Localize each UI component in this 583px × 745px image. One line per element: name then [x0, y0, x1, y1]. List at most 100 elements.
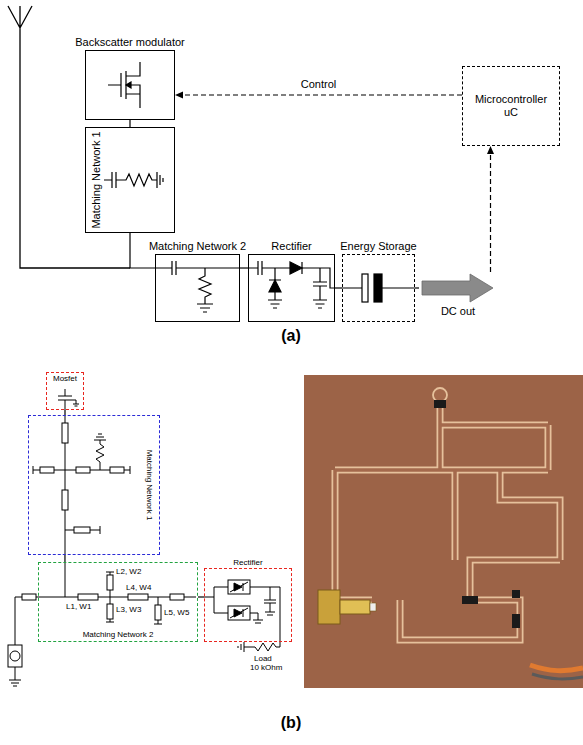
mosfet-symbol — [126, 82, 131, 88]
node-label: Matching Network 2 — [39, 630, 197, 639]
schematic-wires — [154, 597, 162, 624]
arrowhead — [175, 92, 183, 99]
pcb-photo — [462, 596, 478, 604]
rectifier-symbol — [269, 280, 281, 292]
mosfet-symbol — [108, 62, 140, 108]
node-label: Microcontroller uC — [463, 93, 559, 118]
rectifier-symbol — [248, 261, 335, 288]
schematic-wires — [170, 594, 184, 600]
rectifier-symbol — [268, 268, 282, 308]
connector-line — [240, 267, 248, 268]
stub-network — [33, 415, 130, 555]
edge-label: Control — [299, 78, 338, 91]
matching-symbol — [155, 261, 240, 312]
dimension-label: Load — [254, 655, 272, 663]
connector — [130, 120, 131, 127]
modulator-box: Backscatter modulator — [85, 50, 175, 120]
schematic-wires — [155, 605, 161, 620]
mosfet-symbol — [58, 389, 79, 410]
node-label: DC out — [419, 305, 497, 318]
connector — [240, 268, 248, 269]
stub-network — [62, 490, 68, 510]
node-label: Backscatter modulator — [75, 36, 184, 49]
stub-network — [74, 527, 90, 533]
node-label: Rectifier — [271, 240, 311, 253]
schematic-wires — [106, 572, 114, 622]
panel-label: (b) — [281, 715, 301, 731]
dc-out-arrow — [422, 274, 493, 302]
source-symbol — [10, 651, 20, 661]
schematic-wires — [78, 594, 98, 600]
pcb-photo — [335, 392, 560, 640]
stub-network — [33, 415, 130, 555]
stub-network — [76, 467, 90, 473]
dimension-label: L3, W3 — [116, 606, 141, 614]
dimension-label: 10 kOhm — [250, 664, 282, 672]
diode-rectifier — [230, 582, 248, 618]
dimension-label: L5, W5 — [164, 609, 189, 617]
dimension-label: L4, W4 — [126, 584, 151, 592]
connector-line — [335, 287, 342, 288]
pcb-photo — [433, 388, 447, 402]
dc-output: DC out — [419, 272, 497, 320]
mosfet-symbol — [58, 389, 79, 410]
node-label: Mosfet — [47, 374, 83, 383]
pcb-photo — [530, 665, 583, 671]
node-label: Rectifier — [233, 558, 262, 567]
source-symbol — [9, 597, 21, 686]
storage-capacitor — [362, 274, 368, 302]
source-symbol — [8, 597, 22, 686]
node-label: Matching Network 1 — [144, 450, 153, 521]
source-symbol — [8, 645, 22, 667]
schematic-wires — [128, 594, 148, 600]
arrowhead — [487, 146, 494, 154]
rectifier-box: Rectifier — [248, 254, 335, 322]
diode-rectifier — [204, 580, 280, 623]
matching-symbol — [155, 261, 240, 312]
panel-label: (a) — [281, 328, 301, 344]
pcb-photo — [304, 375, 583, 688]
rc-ground-symbol — [104, 172, 163, 188]
dimension-label: L2, W2 — [116, 568, 141, 576]
load-resistor — [238, 587, 280, 652]
connector — [415, 288, 419, 289]
pcb-photo — [434, 400, 446, 408]
pcb-photo — [304, 375, 583, 688]
pcb-photo — [304, 375, 583, 688]
mosfet-symbol — [108, 62, 140, 108]
pcb-photo — [512, 590, 520, 598]
matching-box: Matching Network 2 — [155, 254, 240, 322]
dimension-label: L1, W1 — [66, 603, 91, 611]
stub-network — [110, 467, 124, 473]
storage-capacitor — [342, 274, 415, 302]
connector-line — [183, 94, 462, 95]
node-label: Matching Network 1 — [90, 131, 103, 228]
rectifier-symbol — [248, 261, 335, 308]
pcb-photo — [532, 674, 583, 679]
rc-ground-symbol — [104, 172, 163, 188]
schematic-wires — [22, 594, 36, 600]
pcb-photo — [512, 614, 520, 628]
schematic-wires — [15, 562, 196, 597]
node-label: Energy Storage — [340, 240, 416, 253]
storage-box: Energy Storage — [342, 254, 415, 322]
connector — [64, 555, 65, 562]
schematic-wires — [107, 604, 113, 619]
connector-line — [415, 287, 419, 288]
controller-box: Microcontroller uC — [462, 66, 560, 146]
schematic-wires — [107, 575, 113, 590]
pcb-photo — [318, 590, 340, 624]
schematic-wires — [15, 562, 196, 624]
stub-network — [62, 423, 68, 443]
rectifier-symbol — [313, 268, 327, 308]
load-resistor — [238, 587, 280, 652]
rectifier-region: Rectifier — [204, 568, 292, 642]
connector — [335, 288, 342, 289]
stub-network — [40, 467, 54, 473]
connector — [487, 146, 494, 272]
node-label: Matching Network 2 — [149, 240, 246, 253]
mosfet-region: Mosfet — [46, 372, 84, 410]
matching-region: Matching Network 1 — [28, 415, 160, 555]
pcb-photo — [340, 600, 370, 614]
